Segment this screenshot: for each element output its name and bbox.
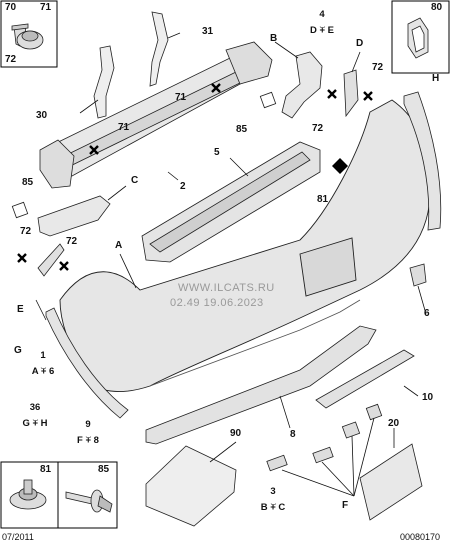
callout-f: F <box>342 500 349 511</box>
group-number: 3 <box>270 486 276 497</box>
callout-72: 72 <box>312 123 324 134</box>
group-parts: F + 8 <box>77 435 99 446</box>
push-nut-icon <box>9 479 47 510</box>
inset-label-72: 72 <box>5 54 17 65</box>
inset-label-80: 80 <box>431 2 443 13</box>
rivet-marker-square <box>259 91 277 109</box>
group-parts: B + C <box>260 502 286 513</box>
group-brace: ⏟ <box>319 18 325 28</box>
watermark-date: 02.49 19.06.2023 <box>170 297 264 309</box>
callout-d: D <box>356 38 364 49</box>
callout-81: 81 <box>317 194 329 205</box>
part-h-strip <box>403 91 442 231</box>
part-b-bracket <box>281 51 323 119</box>
callout-8: 8 <box>290 429 296 440</box>
inset-frame-bottom-left <box>0 461 118 529</box>
callout-2: 2 <box>180 181 186 192</box>
group-36: 36 ⏟ G + H <box>12 403 58 429</box>
inset-label-81: 81 <box>40 464 52 475</box>
diamond-marker <box>332 158 348 174</box>
group-brace: ⏟ <box>85 428 91 438</box>
group-brace: ⏟ <box>270 495 276 505</box>
callout-72: 72 <box>66 236 78 247</box>
group-number: 4 <box>319 9 325 20</box>
group-number: 1 <box>40 350 46 361</box>
group-brace: ⏟ <box>32 411 38 421</box>
part-90-clip-kit <box>145 445 237 527</box>
callout-31: 31 <box>202 26 214 37</box>
callout-90: 90 <box>230 428 242 439</box>
callout-a: A <box>115 240 123 251</box>
rivet-icon <box>65 489 113 513</box>
part-10-trim <box>315 349 415 409</box>
part-20-plate <box>359 443 423 521</box>
screw-icon <box>11 23 44 50</box>
callout-6: 6 <box>424 308 430 319</box>
inset-frame-top-right <box>391 0 450 74</box>
footer-date: 07/2011 <box>2 532 34 542</box>
part-e-strip <box>37 243 65 277</box>
rivet-marker-square <box>11 201 29 219</box>
callout-g: G <box>14 345 22 356</box>
part-d-strip <box>343 69 359 118</box>
part-g-strip <box>45 307 129 419</box>
callout-85: 85 <box>236 124 248 135</box>
footer-code: 00080170 <box>400 532 441 542</box>
inset-label-71: 71 <box>40 2 52 13</box>
callout-71: 71 <box>175 92 187 103</box>
part-f-clips <box>266 403 383 472</box>
part-c-bracket <box>37 195 111 237</box>
inset-label-85: 85 <box>98 464 110 475</box>
callout-30: 30 <box>36 110 48 121</box>
callout-85: 85 <box>22 177 34 188</box>
watermark-site: WWW.ILCATS.RU <box>178 282 275 294</box>
callout-b: B <box>270 33 278 44</box>
part-6-sensor <box>409 263 427 287</box>
group-4: 4 ⏟ D + E <box>300 10 344 36</box>
part-8-diffuser <box>145 325 377 445</box>
group-parts: G + H <box>22 418 48 429</box>
group-3: 3 ⏟ B + C <box>250 487 296 513</box>
callout-71: 71 <box>118 122 130 133</box>
callout-c: C <box>131 175 139 186</box>
group-number: 36 <box>29 402 41 413</box>
part-5-absorber <box>141 141 321 263</box>
callout-e: E <box>17 304 24 315</box>
x-markers <box>17 83 373 271</box>
group-parts: A + 6 <box>31 366 55 377</box>
group-parts: D + E <box>309 25 335 36</box>
group-brace: ⏟ <box>40 359 46 369</box>
inset-label-70: 70 <box>5 2 17 13</box>
group-number: 9 <box>85 419 91 430</box>
callout-10: 10 <box>422 392 434 403</box>
group-1: 1 ⏟ A + 6 <box>20 351 66 377</box>
callout-5: 5 <box>214 147 220 158</box>
clip-icon <box>407 17 429 59</box>
leader-lines <box>35 32 427 497</box>
inset-frame-top-left <box>0 0 58 68</box>
callout-h: H <box>432 73 440 84</box>
callout-72: 72 <box>372 62 384 73</box>
part-31-bracket <box>93 11 169 119</box>
part-a-bumper-shell <box>59 99 431 392</box>
callout-20: 20 <box>388 418 400 429</box>
group-9: 9 ⏟ F + 8 <box>66 420 110 446</box>
callout-72: 72 <box>20 226 32 237</box>
